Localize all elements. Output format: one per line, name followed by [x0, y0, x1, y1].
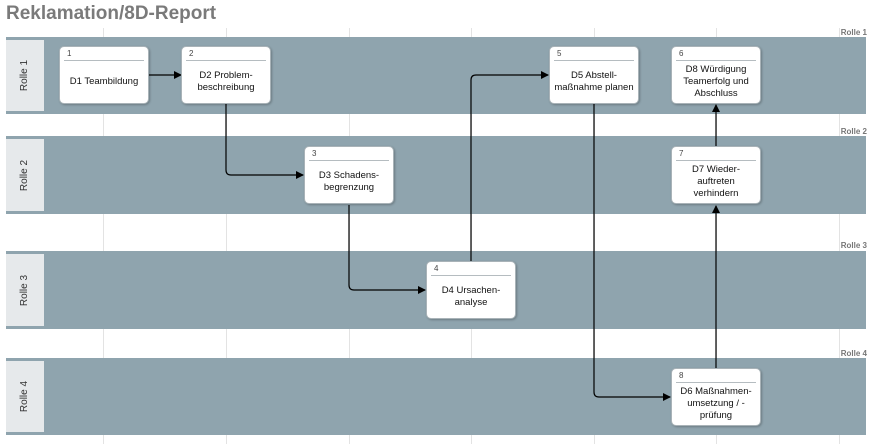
connector-2-3 — [225, 104, 304, 179]
step-number: 4 — [434, 264, 439, 273]
lane-header-rolle-1[interactable]: Rolle 1 — [6, 40, 44, 111]
step-divider — [676, 160, 756, 161]
connector-4-5 — [470, 71, 549, 261]
step-label: D5 Abstell- maßnahme planen — [554, 69, 634, 93]
step-label: D1 Teambildung — [69, 75, 139, 87]
step-divider — [309, 160, 389, 161]
step-label: D8 Würdigung Teamerfolg und Abschluss — [683, 63, 749, 99]
step-number: 8 — [679, 371, 684, 380]
page-title: Reklamation/8D-Report — [6, 3, 217, 24]
step-d3-schadensbegrenzung[interactable]: 3 D3 Schadens- begrenzung — [304, 146, 394, 204]
step-d6-massnahmenumsetzung[interactable]: 8 D6 Maßnahmen- umsetzung / - prüfung — [671, 368, 761, 426]
step-divider — [676, 382, 756, 383]
step-divider — [676, 60, 756, 61]
grid-line — [103, 28, 104, 444]
step-label: D2 Problem- beschreibung — [197, 69, 255, 93]
step-label: D7 Wieder- auftreten verhindern — [691, 163, 741, 199]
grid-line — [226, 28, 227, 444]
step-d5-abstellmassnahme[interactable]: 5 D5 Abstell- maßnahme planen — [549, 46, 639, 104]
step-d7-wiederauftreten[interactable]: 7 D7 Wieder- auftreten verhindern — [671, 146, 761, 204]
step-number: 6 — [679, 49, 684, 58]
grid-line — [839, 28, 840, 444]
step-divider — [186, 60, 266, 61]
step-label: D4 Ursachen- analyse — [441, 284, 501, 308]
connector-5-8 — [593, 104, 671, 401]
step-number: 3 — [312, 149, 317, 158]
lane-label-rolle-4: Rolle 4 — [840, 349, 867, 358]
step-label: D6 Maßnahmen- umsetzung / - prüfung — [680, 385, 752, 421]
lane-header-rolle-3[interactable]: Rolle 3 — [6, 254, 44, 326]
lane-label-rolle-1: Rolle 1 — [840, 28, 867, 37]
step-divider — [64, 60, 144, 61]
step-d8-wuerdigung[interactable]: 6 D8 Würdigung Teamerfolg und Abschluss — [671, 46, 761, 104]
step-number: 7 — [679, 149, 684, 158]
lane-header-rolle-2[interactable]: Rolle 2 — [6, 139, 44, 211]
step-d1-teambildung[interactable]: 1 D1 Teambildung — [59, 46, 149, 104]
step-divider — [431, 275, 511, 276]
lane-label-rolle-2: Rolle 2 — [840, 127, 867, 136]
connector-3-4 — [348, 205, 426, 294]
step-number: 1 — [67, 49, 72, 58]
step-d2-problembeschreibung[interactable]: 2 D2 Problem- beschreibung — [181, 46, 271, 104]
step-number: 5 — [557, 49, 562, 58]
lane-header-rolle-4[interactable]: Rolle 4 — [6, 361, 44, 432]
step-number: 2 — [189, 49, 194, 58]
step-divider — [554, 60, 634, 61]
step-d4-ursachenanalyse[interactable]: 4 D4 Ursachen- analyse — [426, 261, 516, 319]
step-label: D3 Schadens- begrenzung — [318, 169, 380, 193]
lane-label-rolle-3: Rolle 3 — [840, 241, 867, 250]
